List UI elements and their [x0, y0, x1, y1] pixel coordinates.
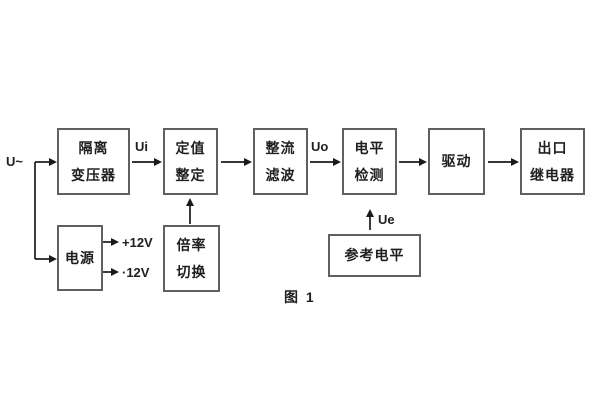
- block-label: 变压器: [71, 166, 116, 183]
- block-label: 电源: [65, 249, 95, 266]
- block-label: 继电器: [530, 166, 575, 183]
- label-uo: Uo: [311, 139, 329, 154]
- block-isolation-transformer: 隔离 变压器: [57, 128, 130, 195]
- block-label: 切换: [176, 263, 207, 280]
- block-label: 隔离: [78, 139, 109, 156]
- block-ratio-switch: 倍率 切换: [163, 225, 220, 292]
- block-label: 滤波: [265, 166, 296, 183]
- block-value-setting: 定值 整定: [163, 128, 218, 195]
- block-label: 出口: [537, 139, 568, 156]
- label-ue: Ue: [378, 212, 395, 227]
- block-output-relay: 出口 继电器: [520, 128, 585, 195]
- label-plus-12v: +12V: [122, 235, 153, 250]
- label-ui: Ui: [135, 139, 148, 154]
- block-label: 检测: [354, 166, 385, 183]
- block-label: 整流: [265, 139, 296, 156]
- block-rectifier-filter: 整流 滤波: [253, 128, 308, 195]
- block-drive: 驱动: [428, 128, 485, 195]
- block-label: 电平: [354, 139, 385, 156]
- block-level-detection: 电平 检测: [342, 128, 397, 195]
- block-label: 驱动: [441, 153, 472, 169]
- block-power-supply: 电源: [57, 225, 103, 291]
- block-label: 定值: [175, 139, 206, 156]
- block-label: 参考电平: [344, 247, 405, 263]
- block-label: 倍率: [176, 236, 207, 253]
- block-label: 整定: [175, 166, 206, 183]
- label-input-voltage: U~: [6, 154, 23, 169]
- label-minus-12v: ·12V: [122, 265, 150, 280]
- figure-caption: 图 1: [284, 289, 316, 305]
- block-reference-level: 参考电平: [328, 234, 421, 277]
